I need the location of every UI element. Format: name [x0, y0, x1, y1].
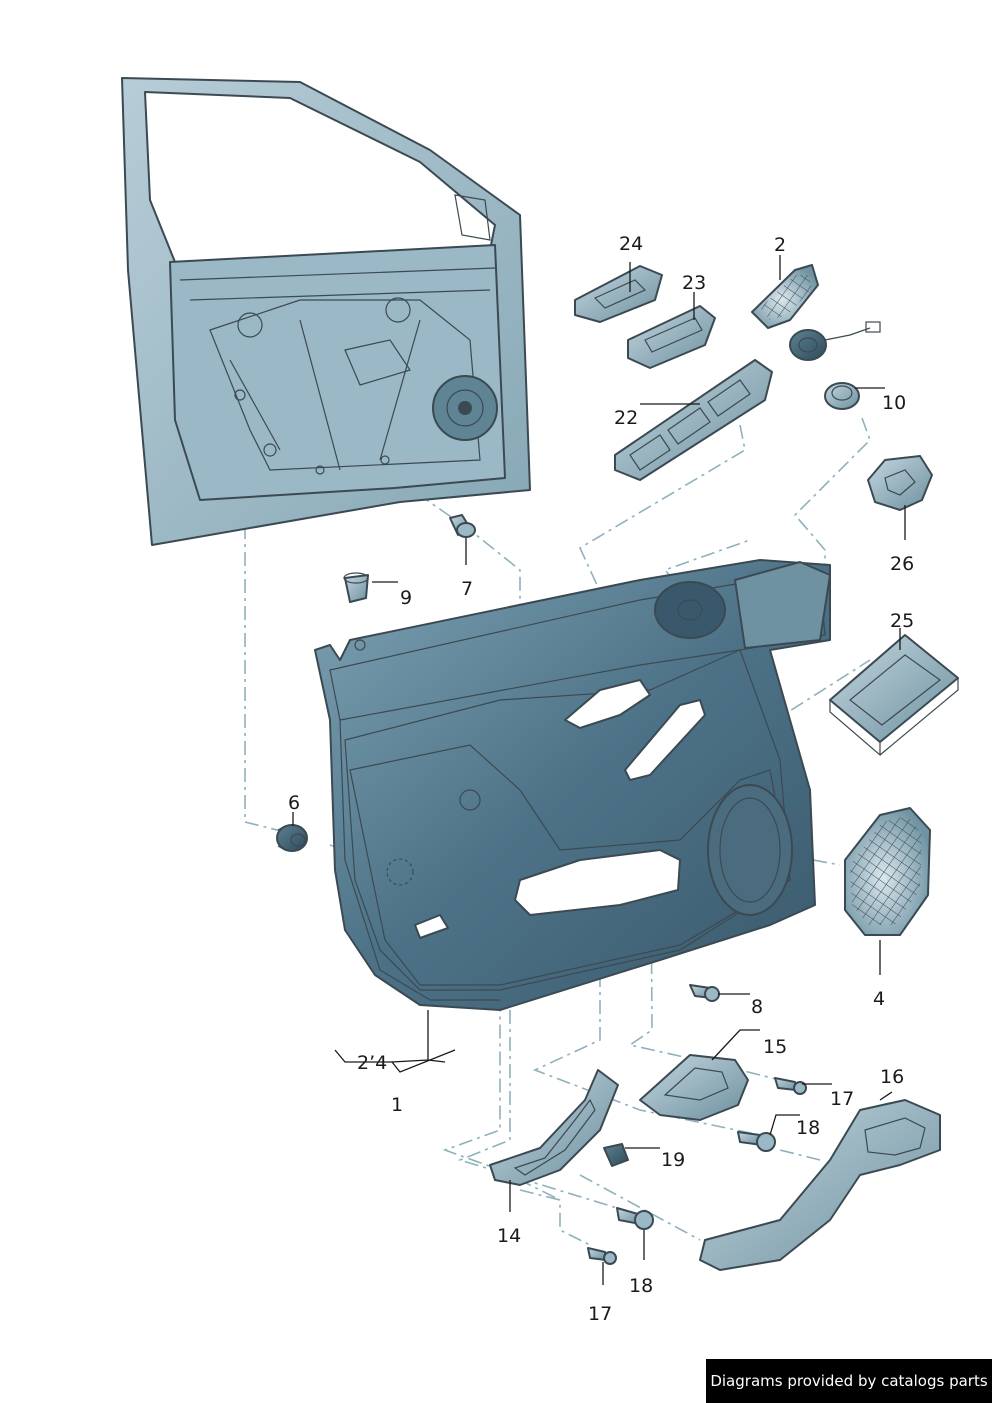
speaker-grille-4 [844, 807, 931, 936]
callout-2: 2 [774, 234, 786, 256]
callout-14: 14 [497, 1225, 521, 1247]
screw-17-upper [774, 1077, 807, 1095]
armrest-grip-16 [699, 1099, 941, 1271]
callout-4: 4 [873, 988, 885, 1010]
callout-2-4: 2’4 [357, 1052, 387, 1074]
callout-16: 16 [880, 1066, 904, 1088]
callout-8: 8 [751, 996, 763, 1018]
callout-7: 7 [461, 578, 473, 600]
handle-bracket-14 [489, 1069, 619, 1186]
clip-9 [343, 572, 369, 603]
watermark-banner: Diagrams provided by catalogs parts [706, 1359, 992, 1403]
leader-lines [292, 255, 906, 1285]
callout-24: 24 [619, 233, 643, 255]
screw-17-lower [587, 1247, 617, 1265]
screw-8 [689, 984, 720, 1002]
mirror-trim-26 [867, 455, 933, 511]
cap-10 [824, 382, 860, 410]
callout-26: 26 [890, 553, 914, 575]
callout-1: 1 [391, 1094, 403, 1116]
callout-22: 22 [614, 407, 638, 429]
door-trim-panel [314, 559, 831, 1011]
callout-labels: 24 23 2 22 10 26 25 9 7 6 4 8 15 2’4 16 … [288, 233, 914, 1325]
callout-18-lower: 18 [629, 1275, 653, 1297]
bracket-25 [829, 634, 959, 757]
switch-23 [627, 305, 716, 369]
switch-cover-24 [574, 265, 663, 323]
door-handle-15 [639, 1054, 749, 1121]
screw-18-lower [616, 1207, 654, 1230]
callout-17-upper: 17 [830, 1088, 854, 1110]
tweeter-speaker [789, 321, 881, 361]
callout-18-upper: 18 [796, 1117, 820, 1139]
screw-7 [449, 514, 476, 538]
callout-17-lower: 17 [588, 1303, 612, 1325]
tweeter-grille-2 [751, 264, 819, 329]
callout-10: 10 [882, 392, 906, 414]
window-switch-panel-22 [614, 359, 773, 481]
clip-19 [603, 1143, 629, 1167]
callout-19: 19 [661, 1149, 685, 1171]
nut-6 [276, 824, 308, 852]
callout-25: 25 [890, 610, 914, 632]
callout-6: 6 [288, 792, 300, 814]
callout-23: 23 [682, 272, 706, 294]
screw-18-upper [737, 1131, 776, 1152]
callout-15: 15 [763, 1036, 787, 1058]
door-frame [121, 77, 531, 546]
callout-9: 9 [400, 587, 412, 609]
